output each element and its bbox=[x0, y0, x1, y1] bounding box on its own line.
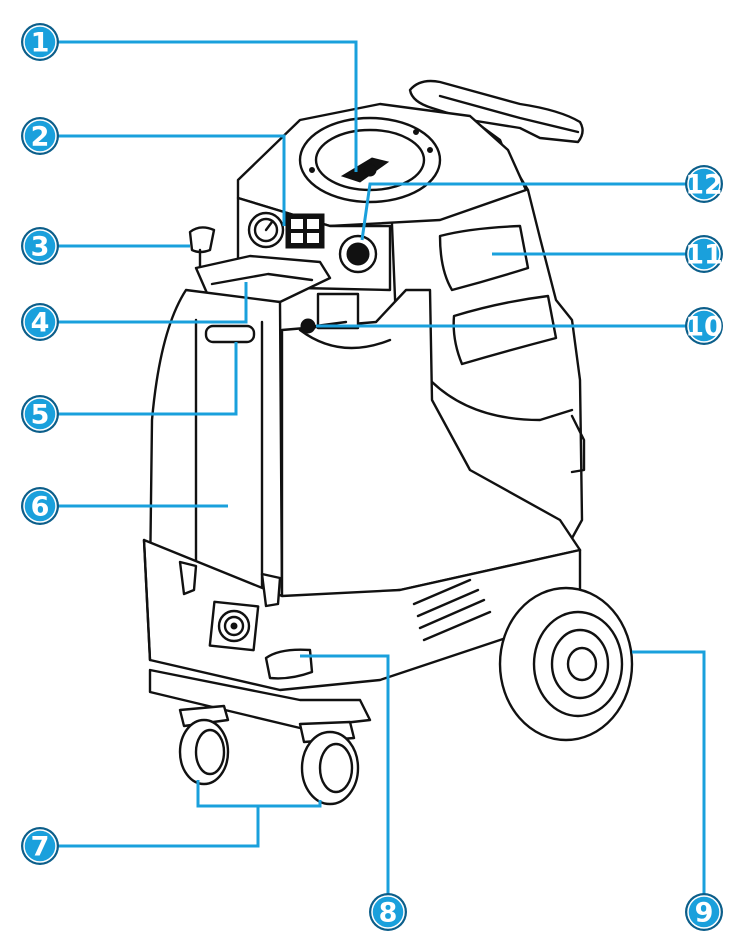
callout-disc bbox=[23, 489, 57, 523]
callout-badge-2: 2 bbox=[21, 117, 59, 155]
callout-badge-5: 5 bbox=[21, 395, 59, 433]
callout-number: 6 bbox=[31, 492, 50, 523]
front-caster-right bbox=[298, 720, 360, 806]
callout-number: 8 bbox=[379, 898, 398, 929]
callout-number: 4 bbox=[31, 308, 50, 339]
callout-disc bbox=[687, 167, 721, 201]
leader-line-7-branch bbox=[258, 800, 322, 808]
leader-line-4 bbox=[58, 282, 248, 324]
front-caster-left bbox=[178, 704, 230, 786]
leader-line-5 bbox=[58, 342, 238, 416]
hose-knob bbox=[264, 648, 314, 680]
callout-badge-8: 8 bbox=[369, 893, 407, 931]
callout-number: 10 bbox=[685, 312, 723, 343]
callout-disc bbox=[23, 119, 57, 153]
rear-wheel bbox=[498, 586, 634, 742]
callout-number: 12 bbox=[685, 170, 723, 201]
callout-badge-12: 12 bbox=[685, 165, 723, 203]
callout-badge-7: 7 bbox=[21, 827, 59, 865]
callout-disc bbox=[23, 305, 57, 339]
callout-badge-3: 3 bbox=[21, 227, 59, 265]
callout-disc bbox=[371, 895, 405, 929]
leader-line-8 bbox=[300, 654, 390, 894]
leader-line-2 bbox=[58, 134, 286, 226]
fan-vent bbox=[208, 600, 260, 652]
callout-badge-10: 10 bbox=[685, 307, 723, 345]
callout-number: 3 bbox=[31, 232, 50, 263]
callout-disc bbox=[23, 25, 57, 59]
callout-badge-6: 6 bbox=[21, 487, 59, 525]
callout-number: 11 bbox=[685, 240, 723, 271]
callout-disc bbox=[687, 309, 721, 343]
callout-number: 7 bbox=[31, 832, 50, 863]
callout-disc bbox=[23, 829, 57, 863]
callout-number: 2 bbox=[31, 122, 50, 153]
callout-number: 1 bbox=[31, 28, 50, 59]
callout-badge-9: 9 bbox=[685, 893, 723, 931]
carpet-extractor-illustration bbox=[142, 79, 634, 806]
top-dome bbox=[236, 102, 528, 228]
callout-number: 5 bbox=[31, 400, 50, 431]
callout-badge-11: 11 bbox=[685, 235, 723, 273]
callout-disc bbox=[23, 397, 57, 431]
leader-line-7 bbox=[58, 780, 260, 848]
callout-disc bbox=[687, 237, 721, 271]
callout-disc bbox=[23, 229, 57, 263]
air-vents bbox=[412, 578, 492, 642]
leader-lines bbox=[58, 40, 706, 894]
leader-line-9 bbox=[632, 650, 706, 894]
callout-number: 9 bbox=[695, 898, 714, 929]
callout-disc bbox=[687, 895, 721, 929]
side-handle bbox=[204, 324, 256, 344]
leader-line-1 bbox=[58, 40, 358, 172]
callout-badge-4: 4 bbox=[21, 303, 59, 341]
callout-badge-1: 1 bbox=[21, 23, 59, 61]
base bbox=[142, 538, 582, 730]
leader-line-12 bbox=[360, 182, 686, 241]
